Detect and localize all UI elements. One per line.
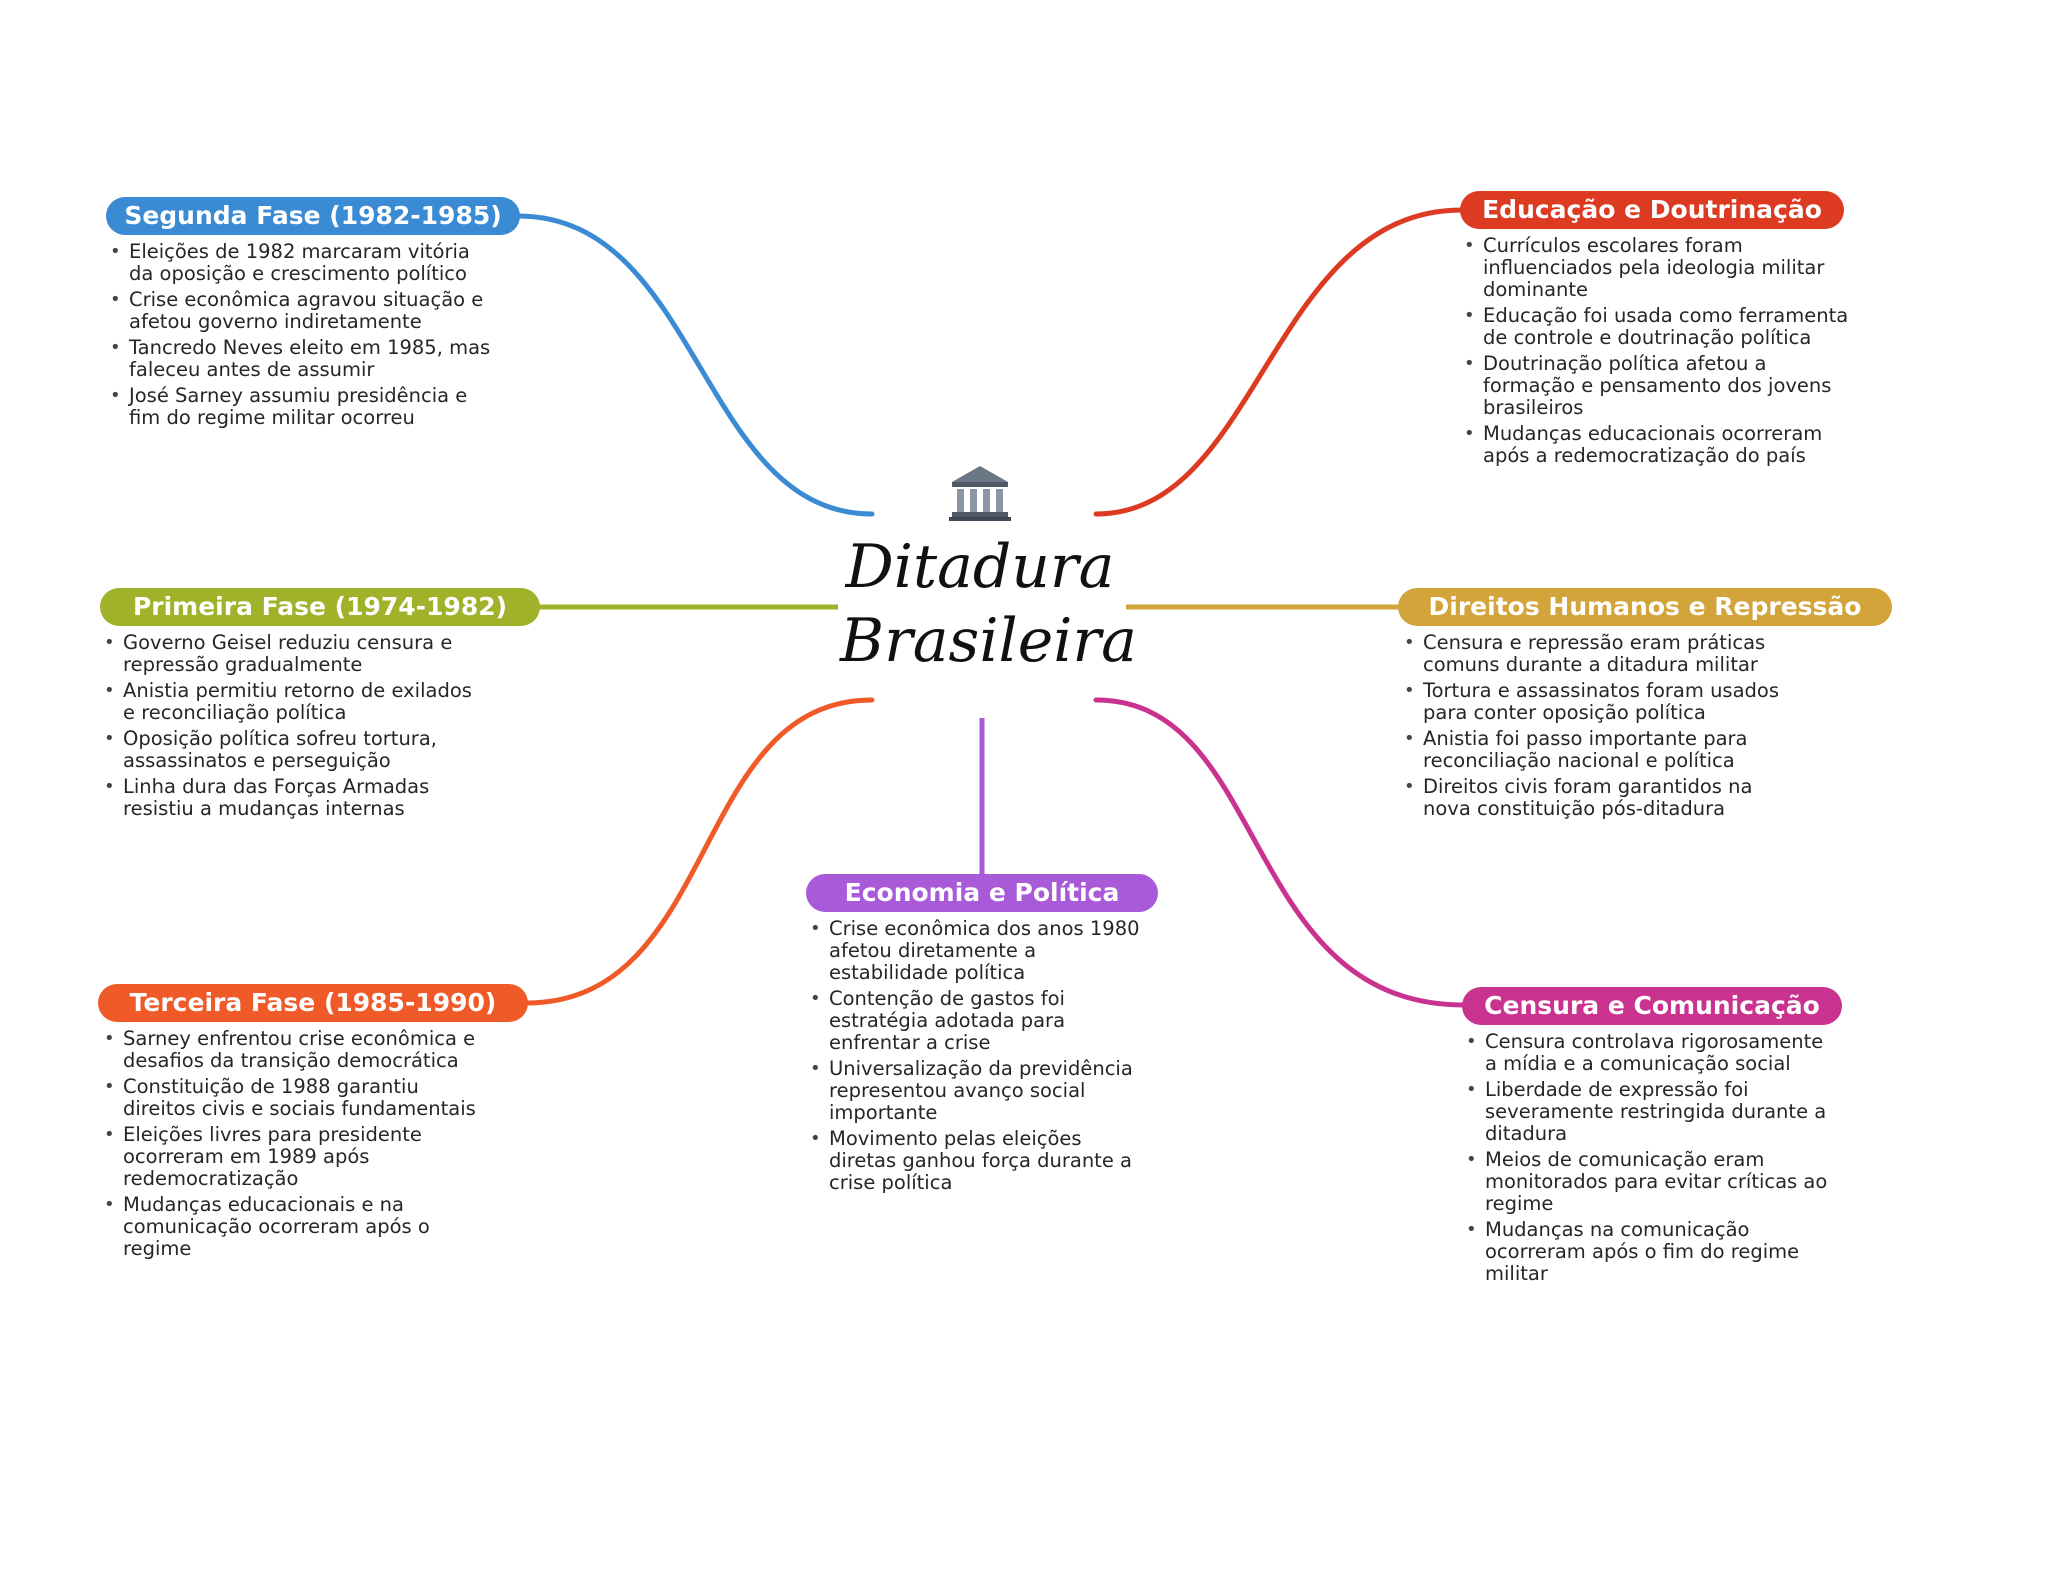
list-item: Censura controlava rigorosamente a mídia…	[1462, 1031, 1832, 1075]
list-item: Meios de comunicação eram monitorados pa…	[1462, 1149, 1832, 1215]
topic-educacao-doutrinacao[interactable]: Educação e Doutrinação	[1460, 191, 1844, 229]
list-item: Anistia foi passo importante para reconc…	[1400, 728, 1800, 772]
topic-segunda-fase[interactable]: Segunda Fase (1982-1985)	[106, 197, 520, 235]
list-item: Anistia permitiu retorno de exilados e r…	[100, 680, 490, 724]
list-item: Eleições de 1982 marcaram vitória da opo…	[106, 241, 496, 285]
list-item: Linha dura das Forças Armadas resistiu a…	[100, 776, 490, 820]
connector-terceira-fase	[523, 697, 875, 1006]
central-title-line1: Ditadura	[845, 532, 1115, 602]
list-item: Eleições livres para presidente ocorrera…	[100, 1124, 490, 1190]
topic-terceira-fase[interactable]: Terceira Fase (1985-1990)	[98, 984, 528, 1022]
connector-censura-comunicacao	[1093, 697, 1467, 1008]
connector-educacao-doutrinacao	[1093, 207, 1465, 517]
classical-building-icon	[949, 466, 1011, 521]
list-item: Direitos civis foram garantidos na nova …	[1400, 776, 1800, 820]
list-item: Crise econômica dos anos 1980 afetou dir…	[806, 918, 1151, 984]
list-item: Crise econômica agravou situação e afeto…	[106, 289, 496, 333]
list-item: Mudanças na comunicação ocorreram após o…	[1462, 1219, 1832, 1285]
terceira-fase-list: Sarney enfrentou crise econômica e desaf…	[100, 1028, 490, 1264]
list-item: Mudanças educacionais e na comunicação o…	[100, 1194, 490, 1260]
topic-economia-politica[interactable]: Economia e Política	[806, 874, 1158, 912]
central-title-line2: Brasileira	[840, 606, 1137, 676]
list-item: Tancredo Neves eleito em 1985, mas falec…	[106, 337, 496, 381]
educacao-doutrinacao-list: Currículos escolares foram influenciados…	[1460, 235, 1850, 471]
list-item: Movimento pelas eleições diretas ganhou …	[806, 1128, 1151, 1194]
censura-comunicacao-list: Censura controlava rigorosamente a mídia…	[1462, 1031, 1832, 1289]
list-item: Currículos escolares foram influenciados…	[1460, 235, 1850, 301]
list-item: Governo Geisel reduziu censura e repress…	[100, 632, 490, 676]
topic-censura-comunicacao[interactable]: Censura e Comunicação	[1462, 987, 1842, 1025]
direitos-humanos-list: Censura e repressão eram práticas comuns…	[1400, 632, 1800, 824]
economia-politica-list: Crise econômica dos anos 1980 afetou dir…	[806, 918, 1151, 1198]
list-item: Mudanças educacionais ocorreram após a r…	[1460, 423, 1850, 467]
central-title: Ditadura Brasileira	[840, 530, 1137, 678]
segunda-fase-list: Eleições de 1982 marcaram vitória da opo…	[106, 241, 496, 433]
list-item: Constituição de 1988 garantiu direitos c…	[100, 1076, 490, 1120]
list-item: Liberdade de expressão foi severamente r…	[1462, 1079, 1832, 1145]
central-topic: Ditadura Brasileira	[840, 462, 1137, 702]
topic-primeira-fase[interactable]: Primeira Fase (1974-1982)	[100, 588, 540, 626]
connector-segunda-fase	[515, 213, 875, 517]
list-item: Doutrinação política afetou a formação e…	[1460, 353, 1850, 419]
list-item: José Sarney assumiu presidência e fim do…	[106, 385, 496, 429]
topic-direitos-humanos[interactable]: Direitos Humanos e Repressão	[1398, 588, 1892, 626]
list-item: Educação foi usada como ferramenta de co…	[1460, 305, 1850, 349]
list-item: Sarney enfrentou crise econômica e desaf…	[100, 1028, 490, 1072]
primeira-fase-list: Governo Geisel reduziu censura e repress…	[100, 632, 490, 824]
list-item: Universalização da previdência represent…	[806, 1058, 1151, 1124]
list-item: Censura e repressão eram práticas comuns…	[1400, 632, 1800, 676]
list-item: Contenção de gastos foi estratégia adota…	[806, 988, 1151, 1054]
list-item: Oposição política sofreu tortura, assass…	[100, 728, 490, 772]
list-item: Tortura e assassinatos foram usados para…	[1400, 680, 1800, 724]
